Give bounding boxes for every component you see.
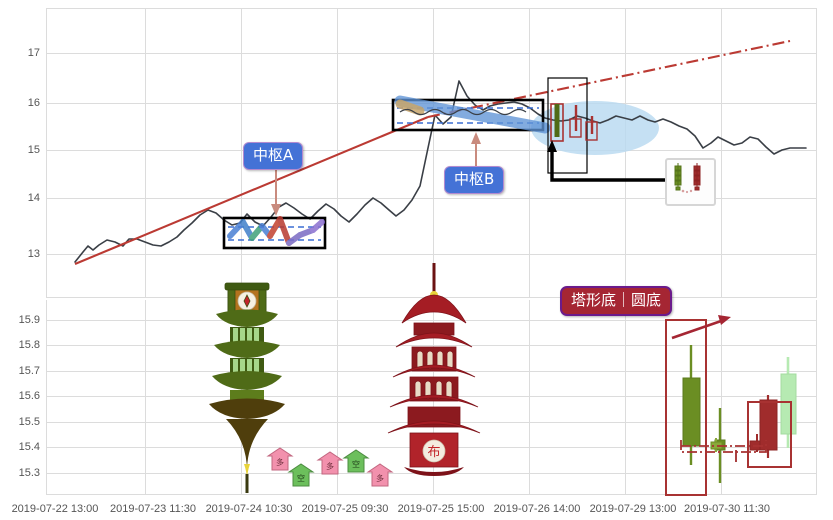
xtick-3: 2019-07-25 09:30: [301, 503, 389, 515]
green-pagoda-decoration: [209, 282, 285, 493]
signal-char-5: 多: [376, 473, 384, 483]
signal-char-2: 空: [297, 473, 305, 483]
pattern-rect-left[interactable]: [665, 319, 707, 496]
ytick-bottom-154: 15.4: [18, 441, 40, 453]
zhongshu-a-label[interactable]: 中枢A: [243, 142, 304, 170]
ytick-top-14: 14: [27, 192, 40, 204]
tower-bottom-arrow: [671, 315, 731, 340]
xtick-2: 2019-07-24 10:30: [205, 503, 293, 515]
ytick-bottom-157: 15.7: [18, 365, 40, 377]
signal-char-3: 多: [326, 461, 334, 471]
price-line-pane: 17 16 15 14 13 中枢A 中枢B: [27, 8, 817, 298]
inline-candle-markers: [550, 103, 598, 142]
candle-6: [759, 395, 778, 458]
xtick-7: 2019-07-30 11:30: [683, 503, 771, 515]
trend-line-dashed: [427, 39, 791, 119]
ytick-bottom-158: 15.8: [18, 339, 40, 351]
zhongshu-a-arrow: [271, 170, 281, 216]
trend-line-solid: [74, 116, 429, 265]
red-pagoda-decoration: 布: [387, 263, 481, 476]
callout-mini-candles: [674, 163, 701, 194]
ytick-bottom-155: 15.5: [18, 416, 40, 428]
selection-rectangle[interactable]: [547, 77, 588, 174]
xtick-4: 2019-07-25 15:00: [397, 503, 485, 515]
ytick-top-17: 17: [27, 47, 40, 59]
ytick-top-15: 15: [27, 144, 40, 156]
zhongshu-b-arrow: [471, 132, 481, 166]
zhongshu-b-label[interactable]: 中枢B: [444, 166, 505, 194]
pattern-callout-box[interactable]: [665, 158, 716, 206]
zhongshu-b-box: [391, 95, 551, 134]
callout-connector: [547, 140, 665, 182]
signal-markers: 多 空 多 空: [266, 447, 394, 487]
xtick-1: 2019-07-23 11:30: [109, 503, 197, 515]
signal-char-1: 多: [276, 457, 284, 467]
pattern-baseline: [680, 440, 767, 453]
candlestick-pane: 布 多 空 多: [0, 263, 833, 520]
ytick-bottom-153: 15.3: [18, 467, 40, 479]
pattern-rect-right[interactable]: [747, 401, 792, 468]
candle-pane-svg: 布 多 空 多: [46, 263, 817, 496]
ytick-top-16: 16: [27, 97, 40, 109]
ytick-bottom-156: 15.6: [18, 390, 40, 402]
ytick-bottom-159: 15.9: [18, 314, 40, 326]
zhongshu-a-box: [222, 216, 327, 250]
tower-bottom-label[interactable]: 塔形底｜圆底: [560, 286, 673, 316]
plot-background: [46, 8, 816, 298]
candlestick-series: [682, 345, 797, 483]
signal-char-4: 空: [352, 459, 360, 469]
price-pane-svg: [46, 8, 817, 298]
red-pagoda-char: 布: [427, 445, 440, 460]
candle-1: [682, 345, 701, 465]
ytick-top-13: 13: [27, 248, 40, 260]
xtick-5: 2019-07-26 14:00: [493, 503, 581, 515]
vertical-gridlines: [46, 8, 817, 298]
xtick-6: 2019-07-29 13:00: [589, 503, 677, 515]
xtick-0: 2019-07-22 13:00: [11, 503, 99, 515]
